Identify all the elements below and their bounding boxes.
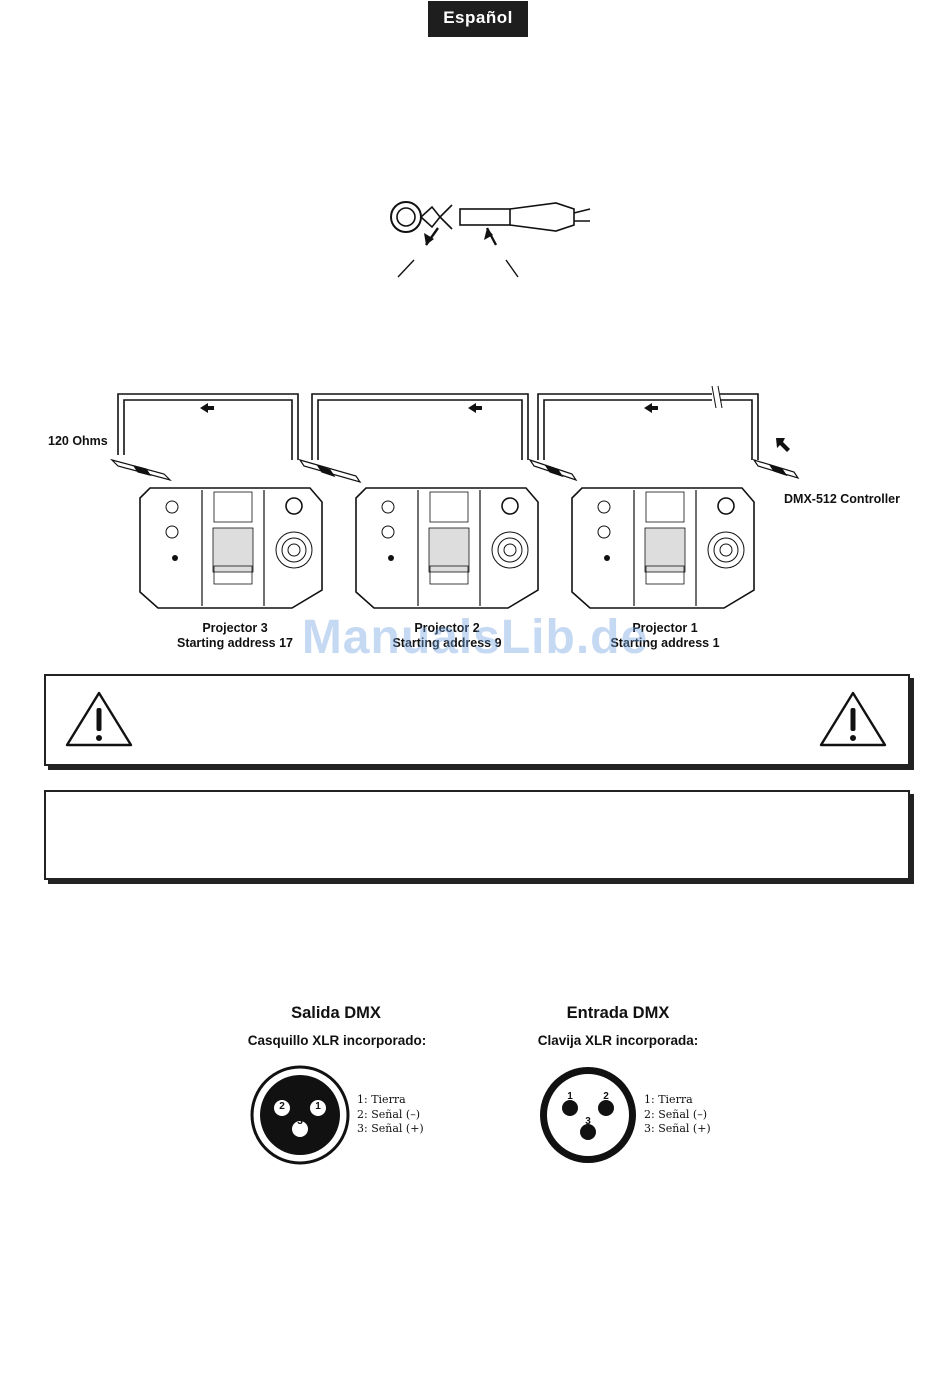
svg-text:2: 2: [603, 1091, 609, 1102]
projector-1-address: Starting address 1: [610, 636, 720, 650]
projector-1-panel: [571, 487, 755, 609]
projector-1-label: Projector 1 Starting address 1: [580, 621, 750, 651]
language-badge: Español: [428, 1, 528, 37]
terminator-label: 120 Ohms: [48, 434, 108, 448]
output-pin-list: 1: Tierra 2: Señal (–) 3: Señal (+): [357, 1093, 424, 1137]
input-pin-list: 1: Tierra 2: Señal (–) 3: Señal (+): [644, 1093, 711, 1137]
projector-2-name: Projector 2: [414, 621, 480, 635]
flow-arrows: [200, 403, 790, 452]
input-pin-1: 1: Tierra: [644, 1093, 693, 1106]
output-pin-1: 1: Tierra: [357, 1093, 406, 1106]
projector-2-label: Projector 2 Starting address 9: [362, 621, 532, 651]
projector-2-address: Starting address 9: [392, 636, 502, 650]
warning-triangle-icon: [65, 691, 133, 747]
projector-3-name: Projector 3: [202, 621, 268, 635]
svg-text:1: 1: [567, 1091, 573, 1102]
projector-2-panel: [355, 487, 539, 609]
input-pin-3: 3: Señal (+): [644, 1122, 711, 1135]
watermark: ManualsLib.de: [301, 611, 649, 664]
dmx-chain-diagram: [109, 385, 800, 609]
input-title: Entrada DMX: [566, 1004, 670, 1022]
output-title: Salida DMX: [291, 1004, 381, 1022]
xlr-male-plug-icon: 1 2 3: [540, 1067, 636, 1163]
input-pin-2: 2: Señal (–): [644, 1107, 707, 1121]
warning-triangle-icon: [819, 691, 887, 747]
svg-text:1: 1: [315, 1101, 321, 1112]
projector-3-panel: [139, 487, 323, 609]
svg-text:3: 3: [297, 1116, 303, 1127]
cable-solder-diagram: [390, 201, 591, 278]
svg-text:3: 3: [585, 1116, 591, 1127]
projector-3-label: Projector 3 Starting address 17: [150, 621, 320, 651]
note-box: [44, 790, 910, 880]
input-subtitle: Clavija XLR incorporada:: [537, 1033, 699, 1048]
xlr-female-socket-icon: 2 1 3: [250, 1065, 350, 1165]
output-pin-2: 2: Señal (–): [357, 1107, 420, 1121]
projector-1-name: Projector 1: [632, 621, 698, 635]
output-subtitle: Casquillo XLR incorporado:: [247, 1033, 427, 1048]
output-pin-3: 3: Señal (+): [357, 1122, 424, 1135]
svg-text:2: 2: [279, 1101, 285, 1112]
projector-3-address: Starting address 17: [176, 636, 293, 650]
warning-box: [44, 674, 910, 766]
controller-label: DMX-512 Controller: [784, 492, 900, 506]
